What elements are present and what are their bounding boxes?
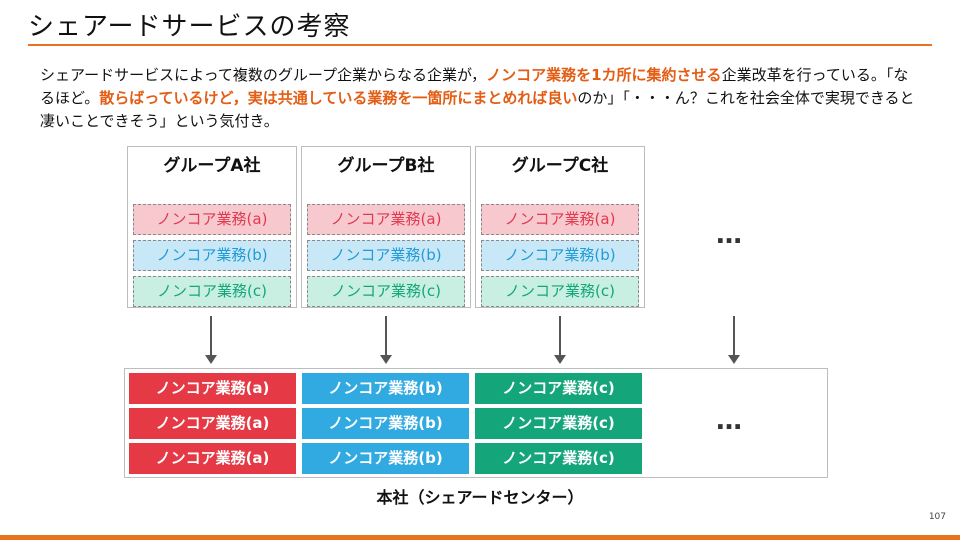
page-number: 107 bbox=[928, 512, 946, 522]
desc-part-3: のか」「・・・ん？これを社会全体で実現できると凄いことできそう」という気付き。 bbox=[40, 89, 915, 130]
group-c-task-a: ノンコア業務(a) bbox=[481, 204, 639, 235]
center-task-c-2: ノンコア業務(c) bbox=[475, 408, 642, 439]
arrow-b bbox=[380, 316, 392, 364]
group-a-task-c: ノンコア業務(c) bbox=[133, 276, 291, 307]
center-task-c-1: ノンコア業務(c) bbox=[475, 373, 642, 404]
desc-highlight-1: ノンコア業務を1カ所に集約させる bbox=[486, 66, 722, 84]
group-a-task-a: ノンコア業務(a) bbox=[133, 204, 291, 235]
center-task-b-1: ノンコア業務(b) bbox=[302, 373, 469, 404]
description-text: シェアードサービスによって複数のグループ企業からなる企業が，ノンコア業務を1カ所… bbox=[40, 64, 920, 133]
center-task-c-3: ノンコア業務(c) bbox=[475, 443, 642, 474]
center-task-b-2: ノンコア業務(b) bbox=[302, 408, 469, 439]
page-title: シェアードサービスの考察 bbox=[28, 12, 351, 42]
desc-highlight-2: 散らばっているけど，実は共通している業務を一箇所にまとめれば良い bbox=[99, 89, 578, 107]
group-a-task-b: ノンコア業務(b) bbox=[133, 240, 291, 271]
group-title-a: グループA社 bbox=[163, 156, 261, 176]
arrow-more bbox=[728, 316, 740, 364]
desc-part-2: 企業改革を行っている。「なるほど。 bbox=[40, 66, 909, 107]
title-underline bbox=[28, 44, 932, 46]
center-task-b-3: ノンコア業務(b) bbox=[302, 443, 469, 474]
groups-ellipsis: … bbox=[716, 220, 744, 250]
shared-center-label: 本社（シェアードセンター） bbox=[376, 488, 584, 507]
group-b-task-b: ノンコア業務(b) bbox=[307, 240, 465, 271]
group-b-task-c: ノンコア業務(c) bbox=[307, 276, 465, 307]
group-box-c: グループC社 ノンコア業務(a) ノンコア業務(b) ノンコア業務(c) bbox=[475, 146, 645, 308]
center-task-a-2: ノンコア業務(a) bbox=[129, 408, 296, 439]
group-c-task-c: ノンコア業務(c) bbox=[481, 276, 639, 307]
group-b-task-a: ノンコア業務(a) bbox=[307, 204, 465, 235]
group-box-a: グループA社 ノンコア業務(a) ノンコア業務(b) ノンコア業務(c) bbox=[127, 146, 297, 308]
group-c-task-b: ノンコア業務(b) bbox=[481, 240, 639, 271]
footer-accent-bar bbox=[0, 535, 960, 540]
group-box-b: グループB社 ノンコア業務(a) ノンコア業務(b) ノンコア業務(c) bbox=[301, 146, 471, 308]
center-ellipsis: … bbox=[716, 406, 744, 436]
group-title-c: グループC社 bbox=[511, 156, 609, 176]
center-task-a-1: ノンコア業務(a) bbox=[129, 373, 296, 404]
arrow-c bbox=[554, 316, 566, 364]
center-task-a-3: ノンコア業務(a) bbox=[129, 443, 296, 474]
desc-part-1: シェアードサービスによって複数のグループ企業からなる企業が， bbox=[40, 66, 487, 84]
arrow-a bbox=[205, 316, 217, 364]
group-title-b: グループB社 bbox=[337, 156, 435, 176]
